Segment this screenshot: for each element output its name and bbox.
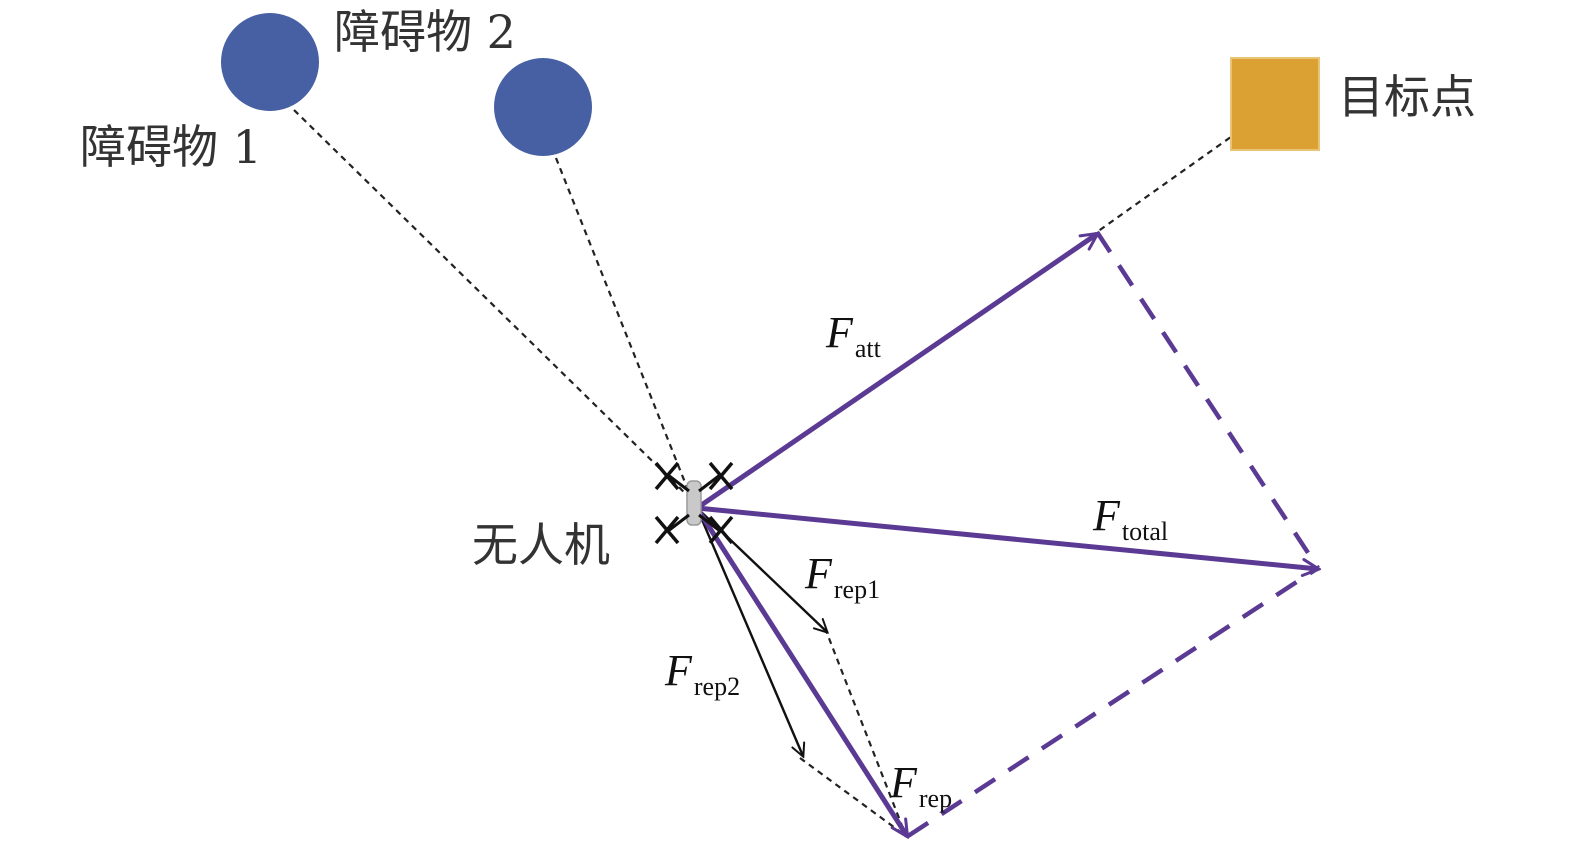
- force-rep2-arrow: [695, 507, 803, 756]
- uav-label: 无人机: [472, 518, 610, 572]
- obstacle-2-circle: [494, 58, 592, 156]
- parallelogram-edge-rep-to-total: [906, 566, 1320, 838]
- force-rep1-label: Frep1: [804, 549, 880, 604]
- guide-line-obstacle1: [293, 109, 691, 499]
- force-rep-label: Frep: [889, 758, 952, 813]
- target-label: 目标点: [1338, 70, 1476, 124]
- force-rep-arrow: [694, 506, 907, 836]
- force-rep2-label: Frep2: [664, 646, 740, 701]
- guide-line-obstacle2: [554, 157, 694, 501]
- quadcopter-icon: [654, 461, 734, 545]
- obstacle-2-label: 障碍物 2: [334, 5, 516, 59]
- target-square: [1230, 57, 1320, 151]
- parallelogram-edge-att-to-total: [1095, 230, 1320, 570]
- guide-line-rep1-extension: [823, 627, 908, 837]
- force-total-arrow: [696, 505, 1318, 569]
- force-total-label: Ftotal: [1092, 491, 1168, 546]
- force-att-label: Fatt: [825, 308, 882, 363]
- obstacle-1-label: 障碍物 1: [80, 120, 262, 174]
- force-att-arrow: [695, 234, 1097, 511]
- obstacle-1-circle: [221, 13, 319, 111]
